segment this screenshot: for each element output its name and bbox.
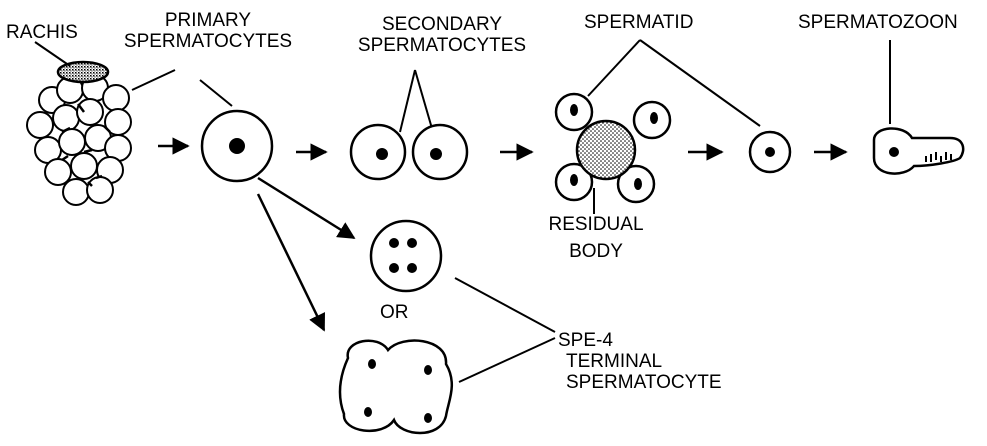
or-label: OR bbox=[380, 302, 409, 323]
residual-body-label: RESIDUAL BODY bbox=[546, 214, 646, 262]
spe4-label-line2: TERMINAL bbox=[548, 351, 728, 372]
secondary-label-line1: SECONDARY bbox=[352, 14, 532, 35]
secondary-leader-b bbox=[415, 70, 433, 132]
spe4-label-line1: SPE-4 bbox=[548, 330, 728, 351]
primary-label-line2: SPERMATOCYTES bbox=[118, 31, 298, 52]
secondary-spermatocytes bbox=[351, 125, 467, 179]
arrow-branch-a bbox=[258, 178, 354, 238]
rachis-leader bbox=[35, 42, 70, 66]
primary-leader-b bbox=[200, 80, 232, 106]
spe4-leader-a bbox=[455, 278, 555, 332]
spermatid-label: SPERMATID bbox=[584, 12, 693, 33]
germ-cell bbox=[103, 85, 129, 111]
primary-leader-a bbox=[132, 70, 175, 90]
residual-label-line1: RESIDUAL bbox=[546, 214, 646, 235]
germ-cell bbox=[77, 99, 103, 125]
spermatid-cluster bbox=[556, 94, 670, 202]
germ-cell bbox=[63, 179, 89, 205]
rachis-label: RACHIS bbox=[6, 22, 78, 43]
secondary-label-line2: SPERMATOCYTES bbox=[352, 35, 532, 56]
spe4-leader-b bbox=[459, 338, 555, 382]
residual-body bbox=[577, 121, 635, 179]
spermatozoon bbox=[874, 128, 963, 173]
spe4-label: SPE-4 TERMINAL SPERMATOCYTE bbox=[548, 330, 728, 393]
spermatozoon-label: SPERMATOZOON bbox=[798, 12, 958, 33]
four-nucleus-spermatocyte bbox=[371, 221, 441, 291]
germline-cluster bbox=[27, 62, 131, 205]
spe4-terminal-spermatocyte bbox=[340, 341, 452, 433]
primary-spermatocytes-label: PRIMARY SPERMATOCYTES bbox=[118, 10, 298, 52]
residual-label-line2: BODY bbox=[546, 241, 646, 262]
germ-cell bbox=[27, 112, 53, 138]
primary-label-line1: PRIMARY bbox=[118, 10, 298, 31]
germ-cell bbox=[71, 153, 97, 179]
primary-spermatocyte bbox=[202, 111, 272, 181]
spermatid-leader-a bbox=[588, 40, 640, 96]
secondary-spermatocytes-label: SECONDARY SPERMATOCYTES bbox=[352, 14, 532, 56]
rachis bbox=[58, 62, 108, 82]
spermatid-single bbox=[750, 132, 790, 172]
germ-cell bbox=[87, 177, 113, 203]
spe4-label-line3: SPERMATOCYTE bbox=[548, 372, 728, 393]
germ-cell bbox=[45, 159, 71, 185]
germ-cell bbox=[53, 105, 79, 131]
secondary-leader-a bbox=[400, 70, 415, 132]
leader-lines bbox=[35, 40, 890, 382]
